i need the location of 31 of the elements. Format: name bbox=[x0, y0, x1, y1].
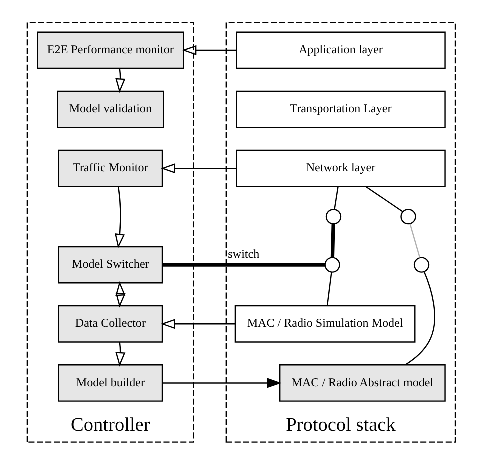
arrow bbox=[160, 164, 236, 174]
node-box: Application layer bbox=[236, 32, 446, 70]
connector bbox=[365, 186, 403, 212]
connector bbox=[404, 272, 436, 366]
node-circle bbox=[400, 208, 416, 225]
connector bbox=[162, 263, 325, 267]
node-circle bbox=[324, 257, 340, 273]
node-box: MAC / Radio Simulation Model bbox=[234, 305, 416, 343]
connector bbox=[409, 224, 420, 258]
node-box: Network layer bbox=[236, 150, 446, 188]
connector bbox=[326, 272, 332, 306]
arrow bbox=[115, 281, 126, 308]
node-box: Data Collector bbox=[58, 305, 163, 343]
node-box: Traffic Monitor bbox=[58, 150, 163, 188]
connector bbox=[330, 224, 335, 258]
node-circle bbox=[413, 257, 430, 273]
node-box: Transportation Layer bbox=[236, 90, 446, 128]
arrow bbox=[162, 378, 282, 388]
arrow bbox=[182, 45, 236, 56]
arrow bbox=[115, 342, 126, 367]
node-circle bbox=[325, 208, 342, 225]
connector bbox=[334, 186, 338, 210]
node-box: MAC / Radio Abstract model bbox=[278, 364, 446, 402]
node-box: Model validation bbox=[56, 90, 164, 128]
node-box: Model builder bbox=[58, 364, 163, 402]
arrow bbox=[160, 319, 235, 330]
arrow bbox=[115, 68, 126, 94]
arrow bbox=[114, 186, 125, 249]
node-box: E2E Performance monitor bbox=[36, 32, 184, 70]
node-box: Model Switcher bbox=[58, 246, 163, 284]
edge-label: switch bbox=[228, 246, 260, 261]
